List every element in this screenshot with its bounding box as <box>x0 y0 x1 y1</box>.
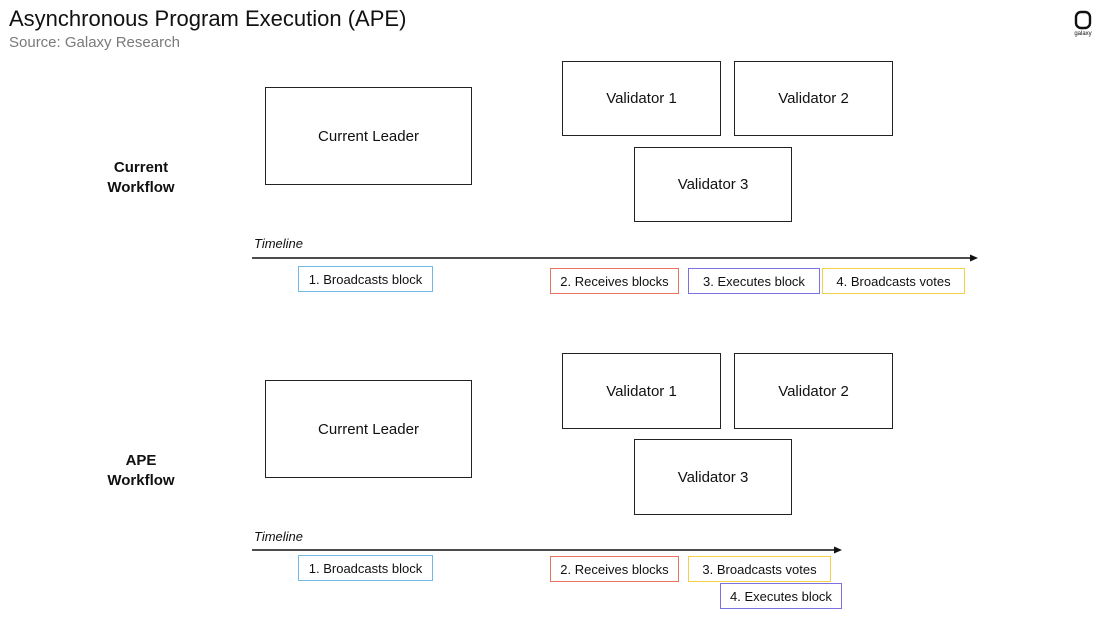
current-leader-box: Current Leader <box>265 380 472 478</box>
timeline-label: Timeline <box>254 236 304 251</box>
galaxy-logo-icon <box>1074 10 1092 30</box>
workflow-label-line1: Current <box>113 159 169 176</box>
box-label: Validator 3 <box>677 468 749 486</box>
validator-1-box: Validator 1 <box>562 353 721 429</box>
box-label: Current Leader <box>318 420 419 438</box>
step-broadcasts-block: 1. Broadcasts block <box>298 266 433 292</box>
current-leader-box: Current Leader <box>265 87 472 185</box>
step-broadcasts-votes: 3. Broadcasts votes <box>688 556 831 582</box>
ape-workflow-label: APE Workflow <box>86 451 196 491</box>
box-label: Validator 2 <box>778 382 849 400</box>
validator-1-box: Validator 1 <box>562 61 721 136</box>
timeline-arrow <box>252 254 978 262</box>
workflow-label-line2: Workflow <box>107 472 175 489</box>
box-label: Validator 1 <box>606 90 677 107</box>
box-label: Current Leader <box>318 127 419 145</box>
source-note: Source: Galaxy Research <box>9 34 180 51</box>
workflow-label-line2: Workflow <box>107 179 175 196</box>
step-broadcasts-votes: 4. Broadcasts votes <box>822 268 965 294</box>
box-label: Validator 2 <box>778 90 849 107</box>
page-title: Asynchronous Program Execution (APE) <box>9 6 407 31</box>
step-receives-blocks: 2. Receives blocks <box>550 268 679 294</box>
timeline-arrow <box>252 546 842 554</box>
validator-3-box: Validator 3 <box>634 439 792 515</box>
step-receives-blocks: 2. Receives blocks <box>550 556 679 582</box>
step-executes-block: 3. Executes block <box>688 268 820 294</box>
box-label: Validator 1 <box>606 382 677 400</box>
box-label: Validator 3 <box>677 176 749 193</box>
validator-3-box: Validator 3 <box>634 147 792 222</box>
timeline-label: Timeline <box>254 529 304 544</box>
current-workflow-label: Current Workflow <box>86 158 196 198</box>
step-broadcasts-block: 1. Broadcasts block <box>298 555 433 581</box>
logo-text: galaxy <box>1074 31 1092 37</box>
step-executes-block: 4. Executes block <box>720 583 842 609</box>
validator-2-box: Validator 2 <box>734 353 893 429</box>
validator-2-box: Validator 2 <box>734 61 893 136</box>
workflow-label-line1: APE <box>125 452 157 469</box>
galaxy-logo: galaxy <box>1070 10 1096 40</box>
